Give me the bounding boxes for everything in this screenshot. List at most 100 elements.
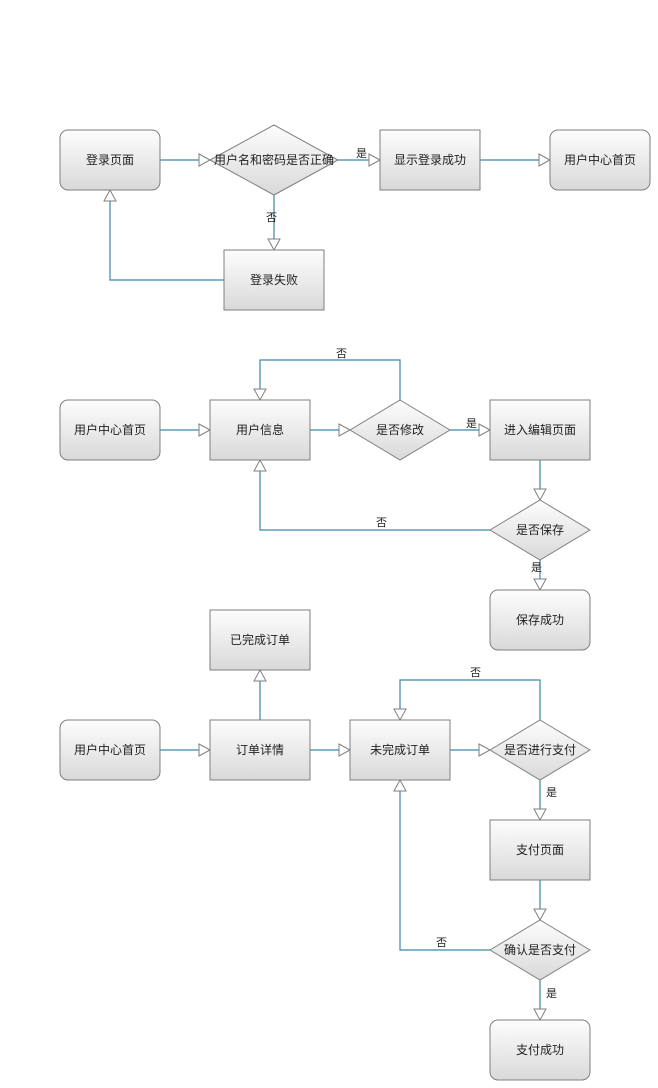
node-login-failed: 登录失败 bbox=[223, 249, 325, 311]
arrowhead-icon bbox=[478, 743, 492, 757]
connector-line bbox=[259, 359, 401, 400]
node-incomplete-orders: 未完成订单 bbox=[349, 719, 451, 781]
label-save-no: 否 bbox=[376, 516, 387, 529]
node-label: 进入编辑页面 bbox=[504, 422, 576, 437]
decision-shape bbox=[208, 124, 340, 196]
node-label: 显示登录成功 bbox=[394, 152, 466, 167]
process-shape bbox=[549, 129, 651, 191]
node-label: 登录页面 bbox=[86, 152, 134, 167]
node-label: 用户信息 bbox=[236, 422, 284, 437]
edge-details-to-completed bbox=[253, 668, 267, 720]
edge-login-to-check bbox=[160, 153, 212, 167]
label-modify-yes: 是 bbox=[466, 417, 477, 430]
connector-line bbox=[399, 679, 541, 720]
node-pay-page: 支付页面 bbox=[489, 819, 591, 881]
process-shape bbox=[59, 719, 161, 781]
node-user-home-1: 用户中心首页 bbox=[549, 129, 651, 191]
edge-modify-no-loop bbox=[253, 359, 401, 402]
connectors bbox=[103, 153, 552, 1022]
arrowhead-icon bbox=[533, 1008, 547, 1022]
node-edit-page: 进入编辑页面 bbox=[489, 399, 591, 461]
arrowhead-icon bbox=[103, 188, 117, 202]
node-label: 保存成功 bbox=[516, 613, 564, 627]
decision-shape bbox=[489, 719, 591, 781]
edge-details-to-incomplete bbox=[310, 743, 352, 757]
arrowhead-icon bbox=[533, 488, 547, 502]
connector-line bbox=[109, 201, 224, 281]
edge-check-yes bbox=[338, 153, 382, 167]
edge-success-to-home bbox=[480, 153, 552, 167]
arrowhead-icon bbox=[393, 708, 407, 722]
arrowhead-icon bbox=[533, 578, 547, 592]
arrowhead-icon bbox=[533, 908, 547, 922]
node-label: 是否修改 bbox=[376, 422, 424, 437]
arrowhead-icon bbox=[478, 423, 492, 437]
edge-home-to-info bbox=[160, 423, 212, 437]
label-save-yes: 是 bbox=[531, 561, 542, 574]
edge-save-yes bbox=[533, 560, 547, 592]
edge-pay-yes bbox=[533, 780, 547, 822]
label-pay-yes: 是 bbox=[546, 786, 557, 799]
decision-shape bbox=[489, 499, 591, 561]
node-label: 已完成订单 bbox=[230, 632, 290, 647]
edge-save-no bbox=[253, 458, 490, 531]
label-modify-loop-no: 否 bbox=[336, 347, 347, 360]
node-check-credentials: 用户名和密码是否正确 bbox=[208, 124, 340, 196]
arrowhead-icon bbox=[253, 388, 267, 402]
node-modify-decision: 是否修改 bbox=[349, 399, 451, 461]
process-shape bbox=[59, 129, 161, 191]
arrowhead-icon bbox=[198, 423, 212, 437]
connector-line bbox=[399, 791, 490, 951]
edge-incomplete-to-pay bbox=[450, 743, 492, 757]
node-save-decision: 是否保存 bbox=[489, 499, 591, 561]
edge-home-to-details bbox=[160, 743, 212, 757]
node-label: 是否保存 bbox=[516, 523, 564, 537]
process-shape bbox=[489, 589, 591, 651]
edge-confirm-no bbox=[393, 778, 490, 951]
node-show-login-success: 显示登录成功 bbox=[379, 129, 481, 191]
node-login-page: 登录页面 bbox=[59, 129, 161, 191]
node-label: 用户名和密码是否正确 bbox=[214, 152, 334, 167]
process-shape bbox=[349, 719, 451, 781]
node-label: 未完成订单 bbox=[370, 742, 430, 757]
process-shape bbox=[489, 1019, 591, 1081]
node-save-success: 保存成功 bbox=[489, 589, 591, 651]
node-label: 用户中心首页 bbox=[564, 152, 636, 167]
process-shape bbox=[489, 819, 591, 881]
process-shape bbox=[209, 719, 311, 781]
label-confirm-yes: 是 bbox=[546, 987, 557, 1000]
arrowhead-icon bbox=[368, 153, 382, 167]
node-pay-decision: 是否进行支付 bbox=[489, 719, 591, 781]
arrowhead-icon bbox=[533, 808, 547, 822]
arrowhead-icon bbox=[538, 153, 552, 167]
node-user-home-2: 用户中心首页 bbox=[59, 399, 161, 461]
connector-line bbox=[259, 471, 490, 531]
arrowhead-icon bbox=[393, 778, 407, 792]
edge-check-no bbox=[267, 195, 281, 252]
node-label: 支付页面 bbox=[516, 843, 564, 857]
label-confirm-no: 否 bbox=[436, 936, 447, 949]
edge-paypage-to-confirm bbox=[533, 880, 547, 922]
process-shape bbox=[489, 399, 591, 461]
label-check-no: 否 bbox=[266, 211, 277, 224]
node-pay-success: 支付成功 bbox=[489, 1019, 591, 1081]
process-shape bbox=[379, 129, 481, 191]
process-shape bbox=[209, 399, 311, 461]
node-label: 是否进行支付 bbox=[504, 743, 576, 757]
edge-pay-no-loop bbox=[393, 679, 541, 722]
label-check-yes: 是 bbox=[356, 147, 367, 160]
process-shape bbox=[209, 609, 311, 671]
node-user-home-3: 用户中心首页 bbox=[59, 719, 161, 781]
decision-shape bbox=[489, 919, 591, 981]
edge-failed-to-login bbox=[103, 188, 224, 281]
node-label: 支付成功 bbox=[516, 1043, 564, 1057]
decision-shape bbox=[349, 399, 451, 461]
arrowhead-icon bbox=[198, 743, 212, 757]
node-label: 用户中心首页 bbox=[74, 422, 146, 437]
node-label: 用户中心首页 bbox=[74, 742, 146, 757]
arrowhead-icon bbox=[338, 743, 352, 757]
arrowhead-icon bbox=[267, 238, 281, 252]
arrowhead-icon bbox=[253, 668, 267, 682]
arrowhead-icon bbox=[198, 153, 212, 167]
